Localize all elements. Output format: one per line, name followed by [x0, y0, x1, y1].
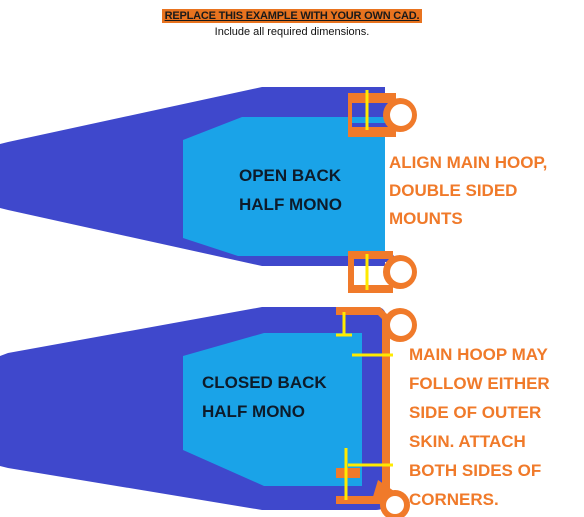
closed-back-mount-frame	[336, 307, 417, 517]
inner-bay-bottom	[183, 333, 362, 486]
open-back-half-mono: OPEN BACK HALF MONO ALIGN MAIN HOOP, DOU…	[0, 87, 547, 293]
inner-bay-top	[183, 117, 385, 256]
align-note-line1: ALIGN MAIN HOOP,	[389, 153, 547, 172]
header: REPLACE THIS EXAMPLE WITH YOUR OWN CAD. …	[0, 6, 584, 38]
hoop-note-line6: CORNERS.	[409, 490, 499, 509]
open-back-label-line1: OPEN BACK	[239, 166, 342, 185]
open-back-label-line2: HALF MONO	[239, 195, 342, 214]
replace-example-banner: REPLACE THIS EXAMPLE WITH YOUR OWN CAD.	[161, 9, 423, 23]
hoop-note-line2: FOLLOW EITHER	[409, 374, 550, 393]
align-note-line3: MOUNTS	[389, 209, 463, 228]
closed-back-label-line1: CLOSED BACK	[202, 373, 327, 392]
hoop-note-line1: MAIN HOOP MAY	[409, 345, 549, 364]
hoop-note-line3: SIDE OF OUTER	[409, 403, 541, 422]
align-note-line2: DOUBLE SIDED	[389, 181, 517, 200]
lower-mount-top	[348, 251, 417, 293]
hoop-note-line5: BOTH SIDES OF	[409, 461, 541, 480]
dimensions-note: Include all required dimensions.	[214, 26, 370, 38]
closed-back-label-line2: HALF MONO	[202, 402, 305, 421]
closed-back-half-mono: CLOSED BACK HALF MONO MAIN HOOP MAY FOLL…	[0, 307, 550, 517]
upper-mount-top	[348, 90, 417, 137]
hoop-note-line4: SKIN. ATTACH	[409, 432, 526, 451]
